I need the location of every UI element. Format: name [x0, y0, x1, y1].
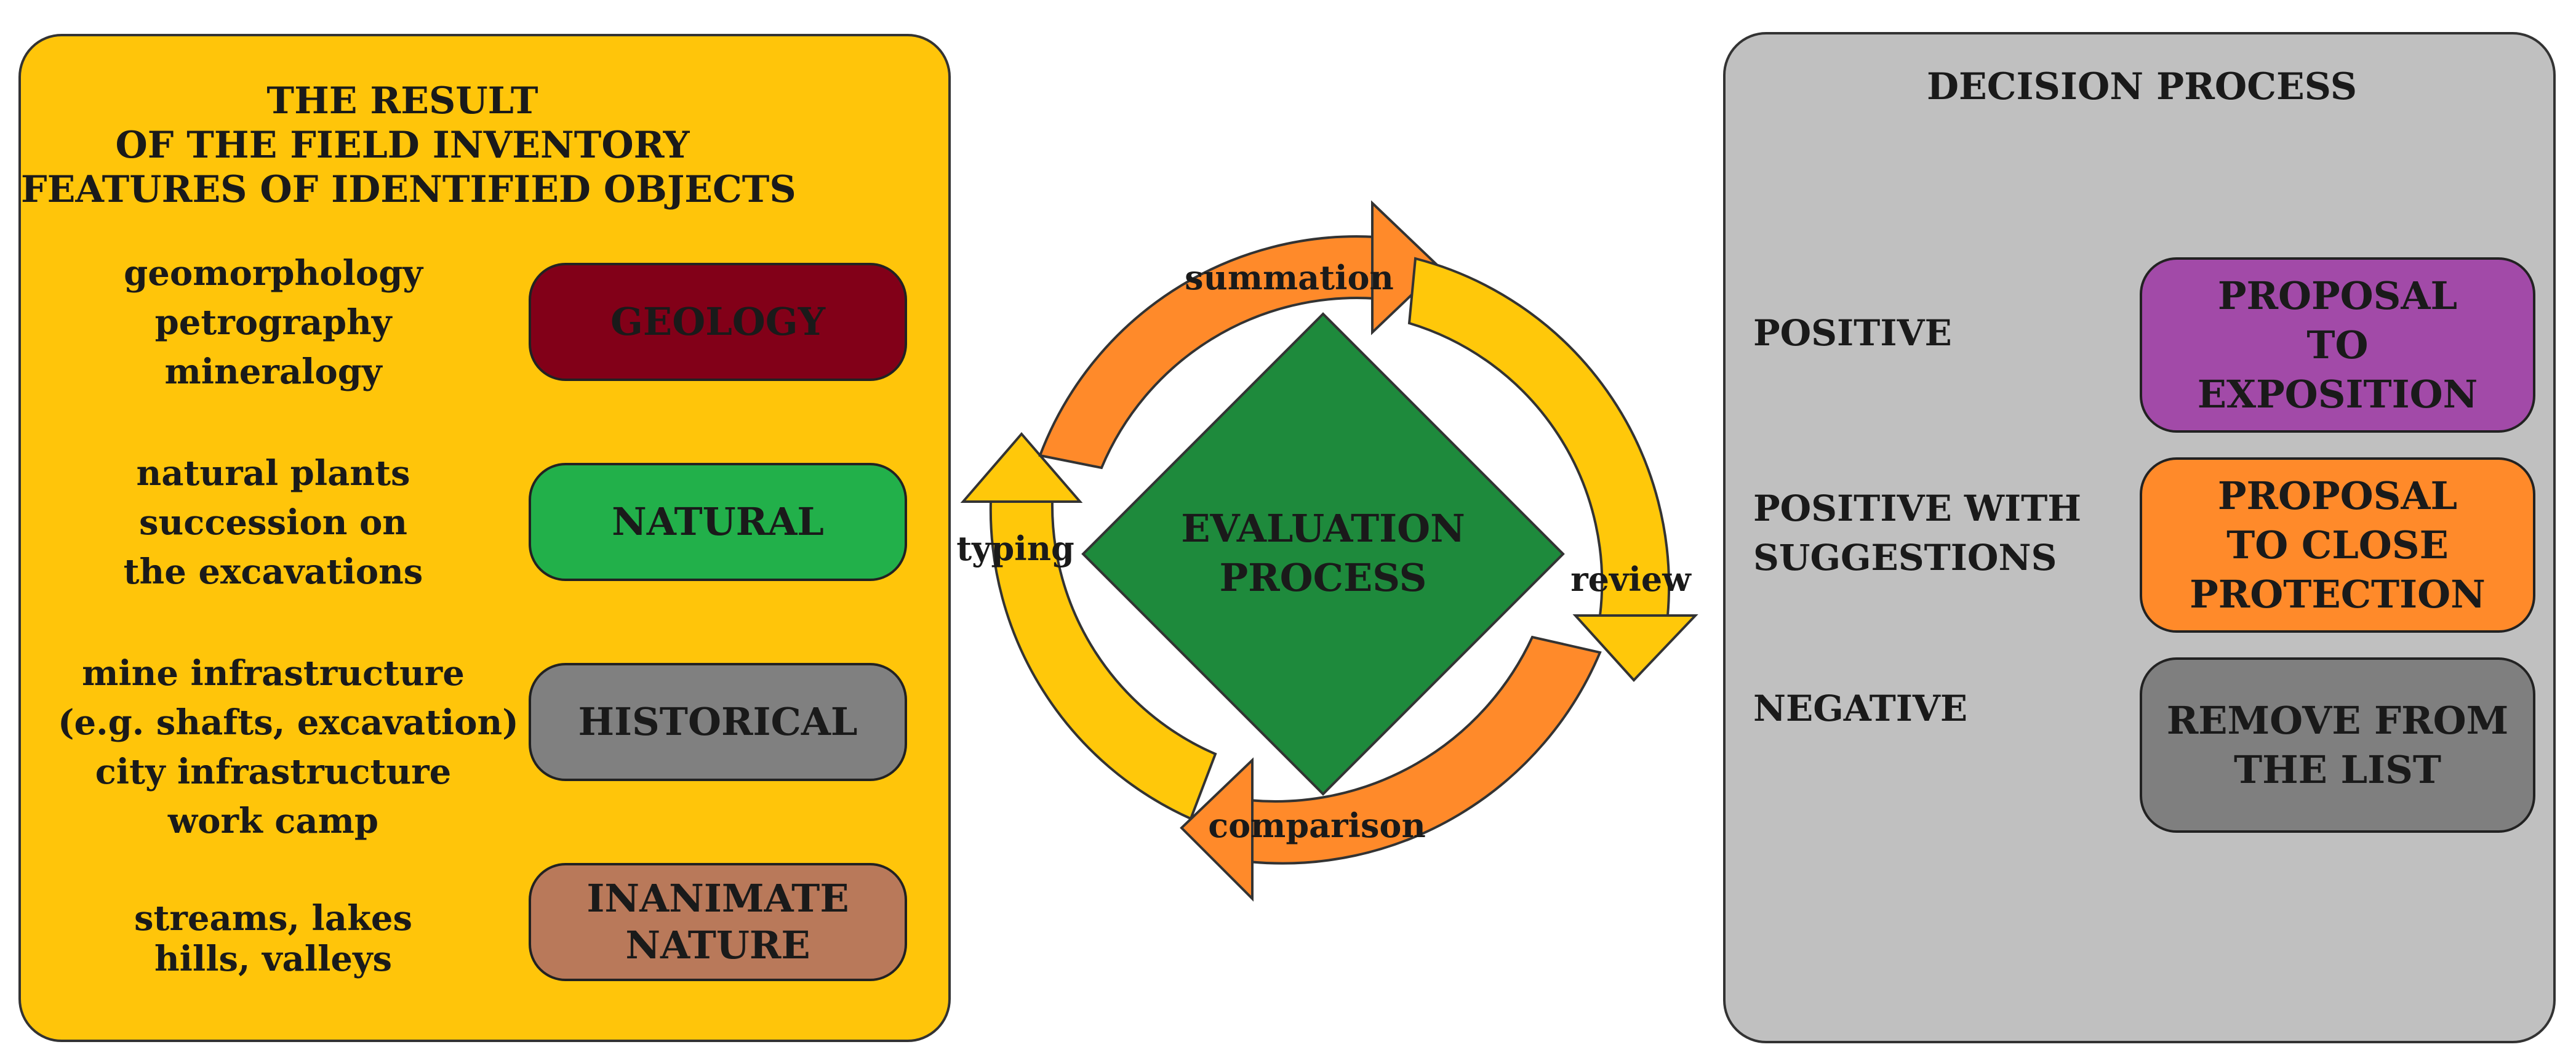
center-label-line-2: PROCESS	[1220, 555, 1427, 600]
action-text: EXPOSITION	[2197, 371, 2478, 417]
feature-text: hills, valleys	[154, 939, 393, 979]
feature-text: work camp	[167, 801, 379, 841]
inanimate-nature-category-box: INANIMATE NATURE	[529, 863, 907, 981]
feature-text: mine infrastructure	[82, 653, 465, 694]
feature-text: succession on	[138, 502, 408, 543]
action-text: REMOVE FROM	[2166, 697, 2509, 743]
proposal-close-protection-box: PROPOSAL TO CLOSE PROTECTION	[2140, 457, 2535, 633]
comparison-arrowhead	[1180, 757, 1254, 902]
panel-title-line-1: THE RESULT	[266, 79, 538, 122]
summation-arrowhead	[1371, 200, 1442, 335]
positive-with-suggestions-label: POSITIVE WITH SUGGESTIONS	[1753, 484, 2081, 582]
feature-text: (e.g. shafts, excavation)	[58, 702, 519, 743]
feature-text: the excavations	[123, 552, 423, 592]
inanimate-nature-features: streams, lakes hills, valleys	[58, 898, 489, 979]
evaluation-process-diamond	[1081, 312, 1565, 796]
outcome-text: POSITIVE	[1753, 312, 1952, 354]
outcome-text: POSITIVE WITH	[1753, 487, 2082, 529]
action-text: PROPOSAL	[2217, 473, 2458, 518]
action-text: THE LIST	[2233, 747, 2442, 792]
panel-title-line-3: FEATURES OF IDENTIFIED OBJECTS	[21, 168, 796, 211]
category-label: NATURAL	[612, 499, 824, 544]
action-text: TO	[2306, 322, 2369, 367]
typing-label: typing	[956, 529, 1074, 568]
feature-text: natural plants	[136, 453, 410, 494]
feature-text: mineralogy	[164, 351, 382, 392]
historical-category-box: HISTORICAL	[529, 663, 907, 781]
proposal-exposition-box: PROPOSAL TO EXPOSITION	[2140, 257, 2535, 433]
typing-arrowhead	[960, 431, 1083, 503]
historical-features: mine infrastructure (e.g. shafts, excava…	[58, 649, 519, 846]
comparison-label: comparison	[1208, 806, 1425, 845]
action-text: PROTECTION	[2190, 571, 2486, 617]
decision-process-title: DECISION PROCESS	[1926, 65, 2358, 108]
review-arrowhead	[1572, 614, 1698, 682]
feature-text: streams, lakes	[134, 898, 413, 939]
center-label-line-1: EVALUATION	[1181, 506, 1465, 551]
category-label: GEOLOGY	[610, 299, 826, 344]
decision-process-panel: DECISION PROCESS POSITIVE POSITIVE WITH …	[1723, 32, 2556, 1043]
feature-text: city infrastructure	[95, 752, 452, 792]
category-label: INANIMATE	[586, 876, 849, 921]
negative-outcome-label: NEGATIVE	[1753, 684, 1967, 733]
outcome-text: SUGGESTIONS	[1753, 537, 2057, 579]
action-text: TO CLOSE	[2226, 522, 2449, 568]
action-text: PROPOSAL	[2217, 273, 2458, 318]
positive-outcome-label: POSITIVE	[1753, 308, 1952, 358]
review-label: review	[1570, 560, 1692, 599]
panel-title-line-2: OF THE FIELD INVENTORY	[115, 124, 690, 167]
outcome-text: NEGATIVE	[1753, 688, 1968, 729]
field-inventory-panel: THE RESULT OF THE FIELD INVENTORY FEATUR…	[18, 34, 951, 1042]
category-label: HISTORICAL	[578, 699, 858, 744]
category-label: NATURE	[625, 923, 810, 968]
geology-category-box: GEOLOGY	[529, 263, 907, 381]
feature-text: geomorphology	[124, 253, 423, 294]
remove-from-list-box: REMOVE FROM THE LIST	[2140, 657, 2535, 833]
summation-label: summation	[1185, 258, 1394, 297]
geology-features: geomorphology petrography mineralogy	[58, 249, 489, 396]
comparison-arrow-body	[1248, 635, 1602, 865]
feature-text: petrography	[154, 302, 392, 343]
natural-category-box: NATURAL	[529, 463, 907, 581]
natural-features: natural plants succession on the excavat…	[58, 449, 489, 596]
